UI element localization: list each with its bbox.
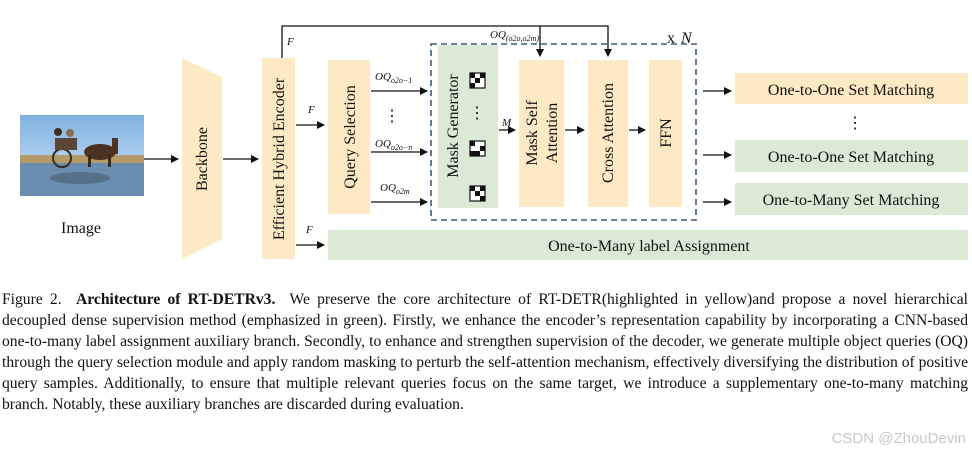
m-label: M bbox=[501, 117, 512, 129]
query-selection-label: Query Selection bbox=[342, 85, 359, 189]
one-to-many-assignment-label: One-to-Many label Assignment bbox=[548, 238, 750, 255]
cross-attention-label: Cross Attention bbox=[600, 83, 617, 183]
output-ellipsis: ⋮ bbox=[847, 115, 863, 132]
image-label: Image bbox=[61, 220, 101, 237]
mask-icon-top bbox=[469, 72, 486, 89]
output-label-1: One-to-One Set Matching bbox=[768, 82, 934, 99]
output-box-1 bbox=[735, 73, 968, 104]
architecture-diagram: Image Backbone Efficient Hybrid Encoder … bbox=[20, 25, 968, 260]
f-label-bottom: F bbox=[305, 224, 313, 236]
watermark: CSDN @ZhouDevin bbox=[831, 430, 966, 447]
repeat-n: N bbox=[680, 30, 693, 47]
output-box-3 bbox=[735, 183, 968, 215]
output-label-2: One-to-One Set Matching bbox=[768, 149, 934, 166]
oq-ellipsis: ⋮ bbox=[384, 108, 400, 125]
mask-icon-mid bbox=[469, 140, 486, 157]
mask-self-attention-label-1: Mask Self bbox=[524, 100, 541, 166]
output-box-2 bbox=[735, 140, 968, 172]
figure-title: Architecture of RT-DETRv3. bbox=[76, 291, 276, 308]
caption-body: We preserve the core architecture of RT-… bbox=[2, 291, 969, 413]
figure-caption: Figure 2. Architecture of RT-DETRv3. We … bbox=[2, 289, 968, 415]
query-selection-block bbox=[328, 60, 370, 214]
backbone-block bbox=[182, 58, 222, 259]
ffn-block bbox=[649, 60, 682, 207]
mask-generator-block bbox=[438, 45, 498, 208]
mask-icon-bottom bbox=[469, 185, 486, 202]
mask-self-attention-label-2: Attention bbox=[544, 103, 561, 163]
ffn-label: FFN bbox=[658, 118, 675, 148]
oq-top-label: OQ(o2o,o2m) bbox=[490, 29, 539, 43]
figure-number: Figure 2. bbox=[2, 291, 62, 308]
output-label-3: One-to-Many Set Matching bbox=[763, 192, 940, 209]
backbone-label: Backbone bbox=[194, 127, 211, 191]
f-label-mid: F bbox=[307, 104, 315, 116]
cross-attention-block bbox=[588, 60, 628, 207]
one-to-many-assignment-bar bbox=[328, 230, 968, 260]
oq-o2m-label: OQo2m bbox=[380, 182, 410, 196]
mask-ellipsis: ⋮ bbox=[469, 105, 485, 122]
f-label-top: F bbox=[286, 36, 294, 48]
input-image bbox=[20, 115, 144, 196]
encoder-label: Efficient Hybrid Encoder bbox=[271, 77, 288, 240]
decoder-region bbox=[430, 43, 697, 221]
mask-self-attention-block bbox=[519, 60, 564, 207]
arrows bbox=[144, 25, 732, 249]
mask-generator-label: Mask Generator bbox=[445, 74, 462, 178]
repeat-x: x bbox=[667, 30, 675, 47]
oq-o2o-1-label: OQo2o−1 bbox=[375, 71, 412, 85]
oq-o2o-n-label: OQo2o−n bbox=[375, 138, 412, 152]
encoder-block bbox=[262, 58, 295, 259]
